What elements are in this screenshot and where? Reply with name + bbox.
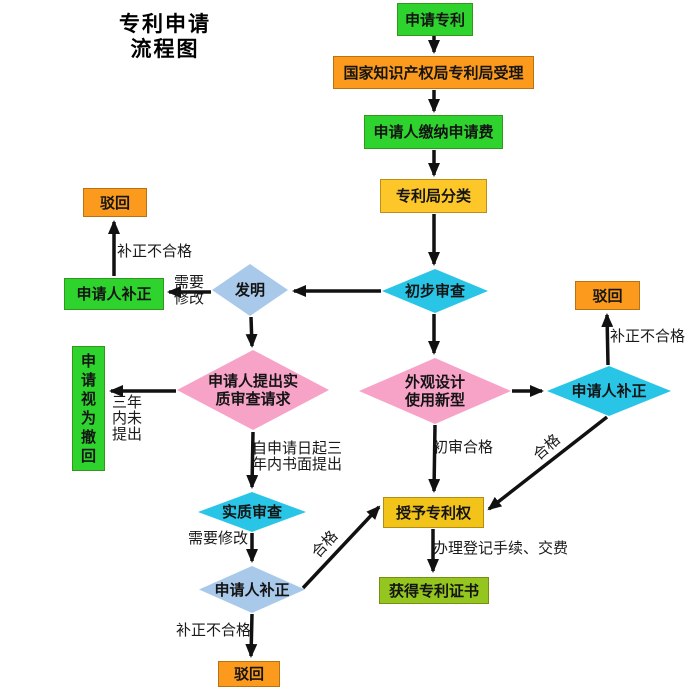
- edge-label-three-years-not-filed: 三年 内未 提出: [112, 393, 143, 443]
- edge-label-written-request: 自申请日起三 年内书面提出: [252, 439, 343, 473]
- node-accept-label: 国家知识产权局专利局受理: [343, 63, 524, 82]
- node-design-utility-label: 外观设计 使用新型: [404, 373, 465, 409]
- node-invention-label: 发明: [234, 281, 265, 299]
- node-prelim-exam-label: 初步审查: [404, 282, 465, 300]
- node-reject-left: 驳回: [83, 188, 147, 217]
- arrow-correction-bottom-reject: [245, 613, 258, 658]
- arrow-correction-right-reject: [601, 313, 614, 366]
- node-correction-left-label: 申请人补正: [76, 285, 152, 303]
- diagram-title: 专利申请 流程图: [119, 12, 211, 61]
- node-correction-bottom-label: 申请人补正: [214, 580, 290, 599]
- arrow-invention-substrequest: [245, 316, 258, 348]
- node-certificate-label: 获得专利证书: [388, 581, 479, 600]
- edge-label-need-modify-bottom: 需要修改: [188, 529, 249, 547]
- node-certificate: 获得专利证书: [379, 577, 489, 604]
- node-apply: 申请专利: [397, 3, 473, 36]
- node-apply-label: 申请专利: [404, 10, 465, 29]
- arrow-substrequest-substexam: [246, 431, 259, 489]
- edge-label-registration-fee: 办理登记手续、交费: [433, 539, 569, 557]
- node-correction-right-label: 申请人补正: [571, 382, 647, 400]
- node-reject-bottom-label: 驳回: [233, 665, 264, 683]
- edge-label-need-modify-left: 需要 修改: [174, 273, 205, 307]
- node-reject-right-label: 驳回: [592, 286, 623, 305]
- edge-label-correction-fail-right: 补正不合格: [610, 327, 686, 345]
- node-classify: 专利局分类: [380, 179, 487, 213]
- node-pay-label: 申请人缴纳申请费: [373, 123, 494, 141]
- node-reject-left-label: 驳回: [99, 193, 130, 212]
- node-grant: 授予专利权: [383, 497, 484, 528]
- node-grant-label: 授予专利权: [395, 503, 471, 522]
- arrow-correction-bottom-grant: [301, 505, 381, 590]
- node-correction-left: 申请人补正: [64, 278, 164, 310]
- node-classify-label: 专利局分类: [395, 187, 471, 205]
- arrow-design-grant: [428, 424, 441, 493]
- edge-label-initial-exam-pass: 初审合格: [433, 438, 494, 456]
- node-subst-request-label: 申请人提出实 质审查请求: [207, 372, 298, 408]
- node-withdrawn-label: 申 请 视 为 撤 回: [80, 351, 96, 465]
- node-reject-bottom: 驳回: [218, 661, 280, 687]
- arrow-correction-right-grant: [487, 415, 609, 511]
- node-withdrawn: 申 请 视 为 撤 回: [72, 346, 105, 471]
- node-subst-exam-label: 实质审查: [221, 503, 282, 521]
- node-pay: 申请人缴纳申请费: [364, 115, 503, 149]
- node-accept: 国家知识产权局专利局受理: [333, 56, 534, 89]
- edge-label-correction-fail-left: 补正不合格: [117, 242, 193, 260]
- edge-label-correction-fail-bottom: 补正不合格: [176, 621, 252, 639]
- node-reject-right: 驳回: [575, 281, 640, 310]
